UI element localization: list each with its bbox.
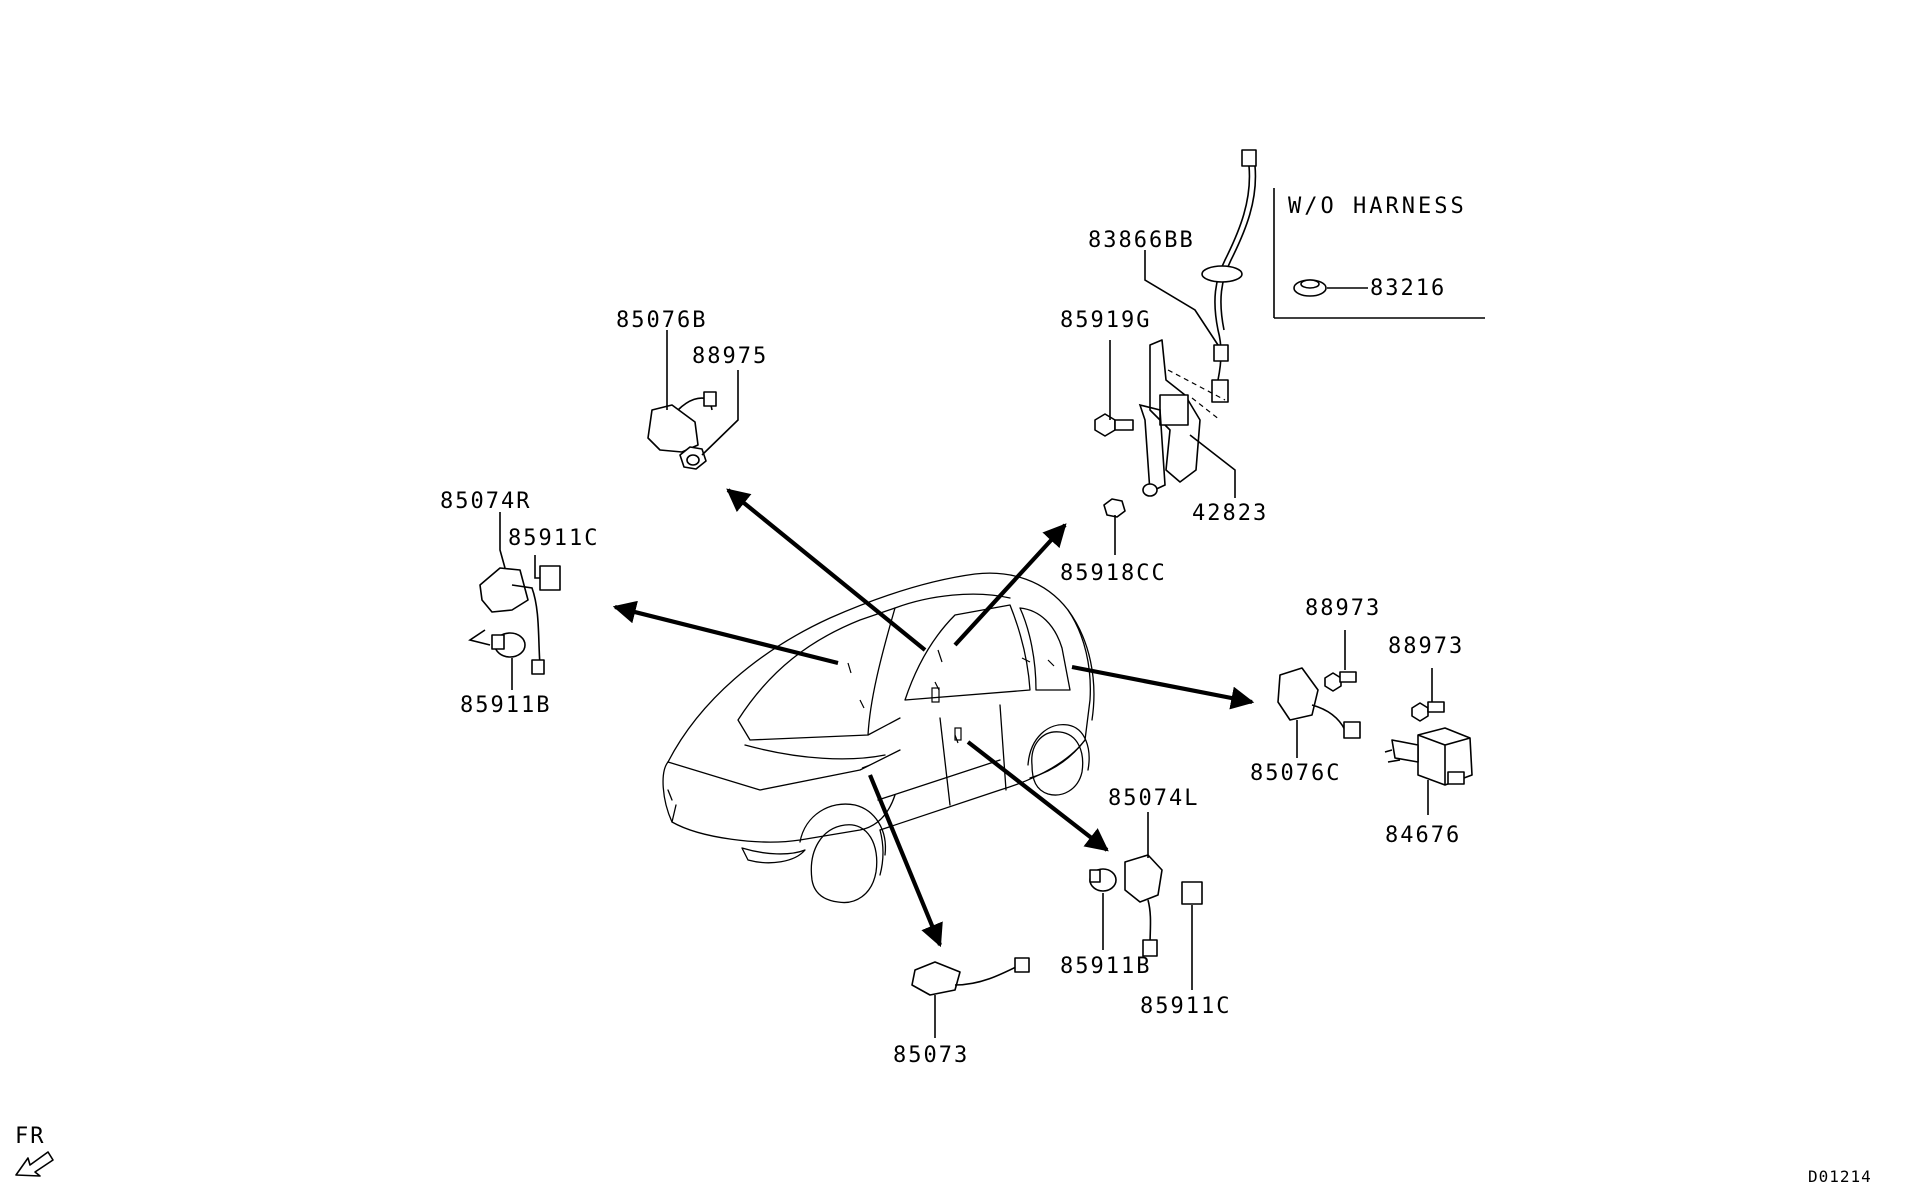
bolt-icon: [491, 632, 526, 658]
part-label-85076B: 85076B: [616, 308, 707, 333]
part-label-88975: 88975: [692, 344, 768, 369]
control-unit-84676-assembly: 88973 84676: [1384, 634, 1473, 848]
without-harness-inset: W/O HARNESS 83216: [1273, 188, 1485, 319]
part-label-85073: 85073: [893, 1043, 969, 1068]
part-label-85919G: 85919G: [1060, 308, 1151, 333]
part-label-84676: 84676: [1385, 823, 1461, 848]
part-label-88973-a: 88973: [1305, 596, 1381, 621]
part-label-85911C-left: 85911C: [508, 526, 599, 551]
diagram-code: D01214: [1808, 1167, 1872, 1186]
part-label-85911B-left: 85911B: [460, 693, 551, 718]
part-label-85911C-right: 85911C: [1140, 994, 1231, 1019]
part-label-85918CC: 85918CC: [1060, 561, 1167, 586]
vehicle-outline: [662, 572, 1095, 904]
part-label-85074R: 85074R: [440, 489, 531, 514]
grommet-icon: [1293, 279, 1327, 297]
rear-sensor-assembly: 83866BB 85919G 42823 85918CC: [1060, 149, 1268, 586]
sensor-85073-assembly: 85073: [893, 957, 1030, 1068]
bolt-icon: [1411, 701, 1445, 722]
bolt-icon: [1089, 868, 1117, 892]
front-direction-label: FR: [15, 1124, 46, 1149]
part-label-83866BB: 83866BB: [1088, 228, 1195, 253]
front-direction-indicator: FR: [15, 1124, 54, 1177]
nut-icon: [1103, 483, 1158, 518]
part-label-85911B-right: 85911B: [1060, 954, 1151, 979]
callout-arrows: [612, 488, 1255, 948]
sensor-85076B-assembly: 85076B 88975: [616, 308, 768, 470]
part-label-42823: 42823: [1192, 501, 1268, 526]
bolt-icon: [1094, 413, 1134, 437]
part-label-83216: 83216: [1370, 276, 1446, 301]
part-label-85076C: 85076C: [1250, 761, 1341, 786]
part-label-88973-b: 88973: [1388, 634, 1464, 659]
nut-icon: [679, 446, 707, 470]
bolt-icon: [1324, 671, 1357, 692]
front-arrow-icon: [15, 1151, 54, 1177]
sensor-85074L-assembly: 85074L 85911B 85911C: [1060, 786, 1231, 1019]
sensor-85074R-assembly: 85074R 85911C 85911B: [440, 489, 599, 718]
part-label-85074L: 85074L: [1108, 786, 1199, 811]
sensor-85076C-assembly: 88973 85076C: [1250, 596, 1381, 786]
inset-title: W/O HARNESS: [1288, 194, 1467, 219]
